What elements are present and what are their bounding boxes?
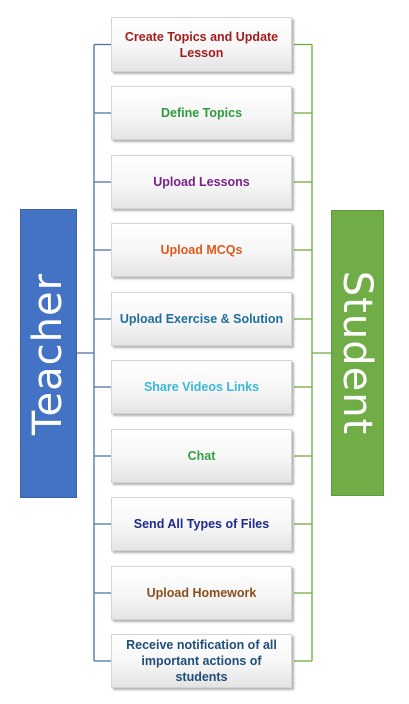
activity-chat: Chat bbox=[111, 429, 292, 483]
activity-upload-exercise: Upload Exercise & Solution bbox=[111, 292, 292, 346]
activity-label: Upload Homework bbox=[146, 586, 257, 600]
activity-label: Upload Lessons bbox=[153, 175, 250, 189]
activity-send-files: Send All Types of Files bbox=[111, 497, 292, 551]
activity-label: Send All Types of Files bbox=[133, 517, 270, 531]
activity-create-topics: Create Topics and Update Lesson bbox=[111, 17, 292, 72]
activity-label: Chat bbox=[187, 449, 216, 463]
activity-share-videos: Share Videos Links bbox=[111, 360, 292, 414]
teacher-actor: Teacher bbox=[20, 209, 77, 498]
activity-upload-lessons: Upload Lessons bbox=[111, 155, 292, 209]
activity-label: Upload MCQs bbox=[160, 243, 243, 257]
activity-define-topics: Define Topics bbox=[111, 86, 292, 140]
student-actor: Student bbox=[331, 210, 384, 496]
activity-label: Create Topics and Update Lesson bbox=[124, 29, 279, 60]
activity-upload-mcqs: Upload MCQs bbox=[111, 223, 292, 277]
activity-label: Receive notification of all important ac… bbox=[126, 638, 277, 684]
activity-upload-homework: Upload Homework bbox=[111, 566, 292, 620]
activity-receive-notifications: Receive notification of all important ac… bbox=[111, 634, 292, 688]
activity-label: Upload Exercise & Solution bbox=[119, 312, 284, 326]
activity-label: Define Topics bbox=[160, 106, 243, 120]
activity-label: Share Videos Links bbox=[143, 380, 260, 394]
student-label: Student bbox=[334, 270, 381, 436]
teacher-label: Teacher bbox=[25, 272, 72, 435]
